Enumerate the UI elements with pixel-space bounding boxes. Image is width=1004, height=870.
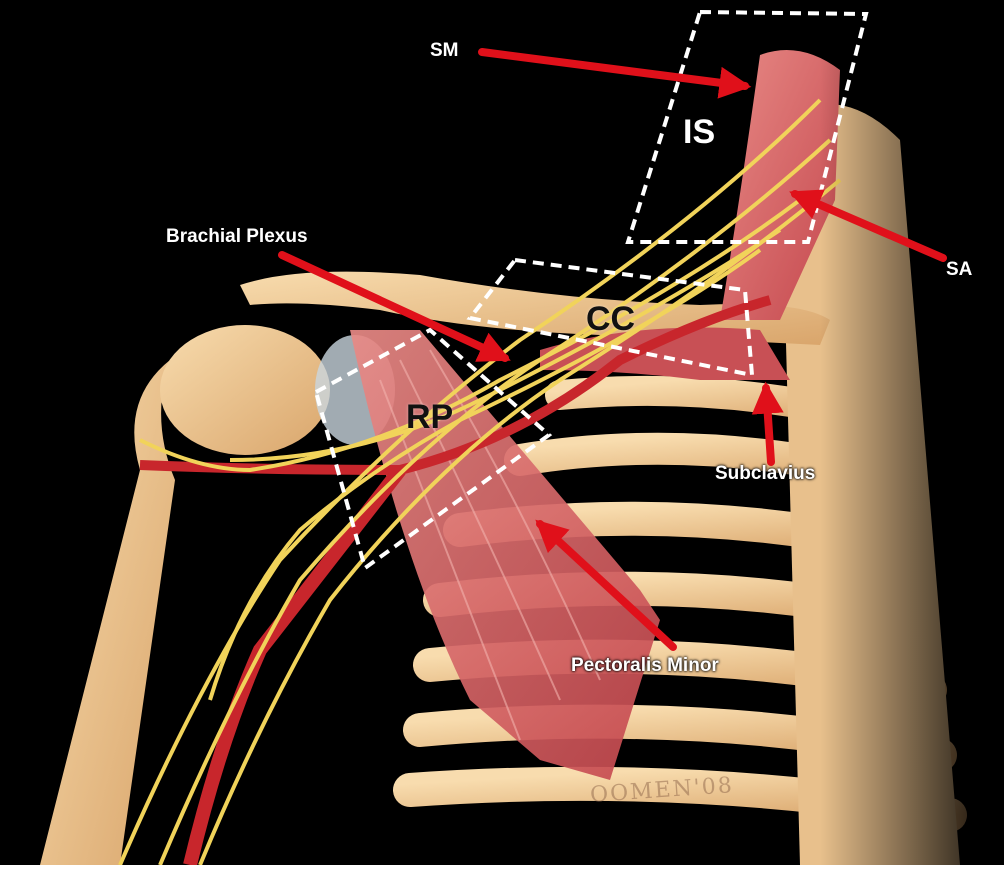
right-shade [820, 0, 1004, 865]
subclavius-arrow [766, 388, 771, 462]
humeral-head [160, 325, 330, 455]
subclavius-label: Subclavius [715, 463, 815, 485]
sa-label: SA [946, 259, 972, 281]
is-region-label: IS [683, 113, 715, 152]
cc-region-label: CC [586, 300, 635, 339]
brachial-plexus-label: Brachial Plexus [166, 226, 308, 248]
rp-region-label: RP [406, 398, 453, 437]
pectoralis-minor-label: Pectoralis Minor [571, 655, 719, 677]
sm-label: SM [430, 40, 459, 62]
